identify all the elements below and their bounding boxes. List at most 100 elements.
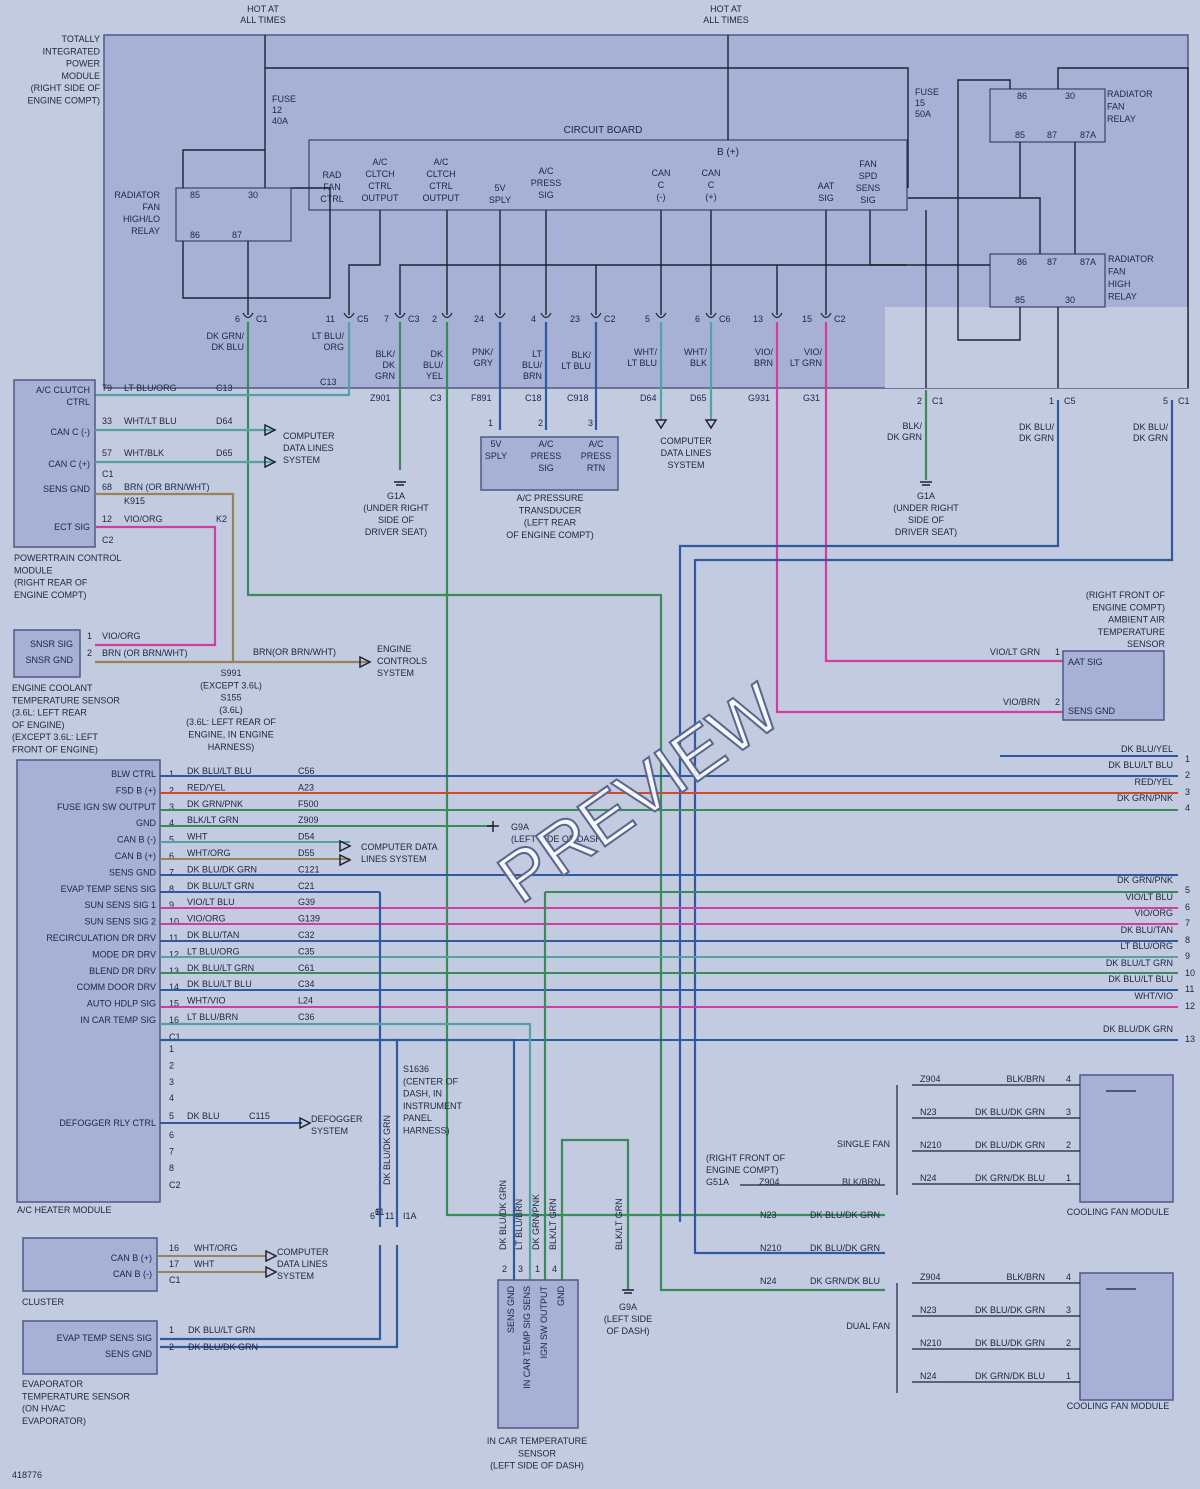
right-tag-number: 6 xyxy=(1185,902,1190,912)
ground-g9a-label: (LEFT SIDE OF DASH) xyxy=(511,834,605,844)
relay-fan-label: RADIATOR xyxy=(1107,89,1153,99)
hvac-pin-label: CAN B (+) xyxy=(115,851,156,861)
ground-g9a-label: G9A xyxy=(511,822,529,832)
circuit-id: G39 xyxy=(298,897,315,907)
pin-number: 1 xyxy=(1066,1173,1071,1183)
circuit-id: C35 xyxy=(298,946,315,956)
wire-color-label: DK BLU xyxy=(187,1111,220,1121)
tipm-label-line: (RIGHT SIDE OF xyxy=(31,83,101,93)
circuit-id: D64 xyxy=(640,393,657,403)
wire-color-label: VIO/ xyxy=(755,347,774,357)
circuit-id: Z909 xyxy=(298,815,319,825)
hot-label-line: ALL TIMES xyxy=(240,15,286,25)
wire-color-label: WHT/BLK xyxy=(124,448,164,458)
connector-pin-number: 1 xyxy=(1049,396,1054,406)
right-tag-color: WHT/VIO xyxy=(1135,991,1174,1001)
circuit-board xyxy=(308,139,908,211)
right-tag-number: 4 xyxy=(1185,803,1190,813)
pin-number: 4 xyxy=(1066,1074,1071,1084)
tipm-label-line: POWER xyxy=(66,59,101,69)
board-column-label: SIG xyxy=(860,195,876,205)
pcm-pin-label: CTRL xyxy=(66,397,90,407)
wire-color-label: DK GRN/DK BLU xyxy=(810,1276,880,1286)
tipm-label-line: ENGINE COMPT) xyxy=(27,96,100,106)
pin-number: 16 xyxy=(169,1243,179,1253)
pin-number: 6 xyxy=(169,851,174,861)
relay-pin-number: 30 xyxy=(1065,295,1075,305)
pin-number: 1 xyxy=(87,631,92,641)
fuse-15-label: 50A xyxy=(915,109,931,119)
board-column-label: (+) xyxy=(705,192,716,202)
pin-number: 6 xyxy=(169,1130,174,1140)
aat-title: ENGINE COMPT) xyxy=(1092,602,1165,612)
board-column-label: CTRL xyxy=(368,181,392,191)
pin-number: 15 xyxy=(169,999,179,1009)
computer-data-lines-label: SYSTEM xyxy=(277,1271,314,1281)
relay-pin-number: 86 xyxy=(1017,257,1027,267)
s991-label-line: HARNESS) xyxy=(208,742,255,752)
in-car-temperature-sensor xyxy=(497,1279,579,1429)
board-column-label: AAT xyxy=(818,181,835,191)
circuit-id: N24 xyxy=(760,1276,777,1286)
circuit-id: C21 xyxy=(298,881,315,891)
right-tag-number: 5 xyxy=(1185,885,1190,895)
tipm-label-line: INTEGRATED xyxy=(43,46,101,56)
s991-splice-label: S991(EXCEPT 3.6L)S155(3.6L)(3.6L: LEFT R… xyxy=(186,668,276,752)
connector-id: C2 xyxy=(169,1180,181,1190)
circuit-id: G931 xyxy=(748,393,770,403)
incar-wires xyxy=(160,892,630,1349)
ground-g1a-label: DRIVER SEAT) xyxy=(895,527,957,537)
pin-number: 5 xyxy=(169,1111,174,1121)
ground-g1a-label: SIDE OF xyxy=(908,515,945,525)
pin-number: 1 xyxy=(535,1264,540,1274)
pcm-title: MODULE xyxy=(14,565,53,575)
wire-color-label: WHT/ xyxy=(684,347,707,357)
incar-pin-label: GND xyxy=(556,1286,566,1307)
ac-pressure-pin-label: SIG xyxy=(538,463,554,473)
pin-number: 9 xyxy=(169,900,174,910)
aat-title: AMBIENT AIR xyxy=(1108,615,1165,625)
board-column-label: CLTCH xyxy=(426,169,455,179)
board-column-label: OUTPUT xyxy=(362,193,400,203)
arrow-symbol xyxy=(654,419,718,430)
b-plus-label: B (+) xyxy=(717,147,739,158)
circuit-id: N210 xyxy=(920,1338,942,1348)
pin-number: 16 xyxy=(169,1015,179,1025)
ground-g1a-label: SIDE OF xyxy=(378,515,415,525)
pin-number: 1 xyxy=(1055,647,1060,657)
relay-fan-label: RELAY xyxy=(1107,114,1136,124)
board-column-label: CTRL xyxy=(320,194,344,204)
relay-pin-number: 87A xyxy=(1080,257,1096,267)
wire-color-label: BLK/BRN xyxy=(1006,1074,1045,1084)
wire-color-label: BLK/BRN xyxy=(1006,1272,1045,1282)
pcm-title: ENGINE COMPT) xyxy=(14,590,87,600)
connector-id: C2 xyxy=(834,314,846,324)
wire-color-label: BLK/BRN xyxy=(842,1177,881,1187)
ac-pressure-title: A/C PRESSURE xyxy=(516,493,583,503)
computer-data-lines-label: DATA LINES xyxy=(283,443,334,453)
cluster xyxy=(22,1237,158,1292)
connector-symbol xyxy=(771,312,783,319)
board-column-label: SENS xyxy=(856,183,881,193)
wire-color-label: DK xyxy=(430,349,443,359)
tipm-label-line: TOTALLY xyxy=(61,34,100,44)
relay-pin-number: 30 xyxy=(1065,91,1075,101)
wire-color-label: LT BLU xyxy=(561,361,591,371)
pin-number: 3 xyxy=(169,802,174,812)
relay-pin-number: 30 xyxy=(248,190,258,200)
board-column-label: FAN xyxy=(859,159,877,169)
pin-number: 6 xyxy=(370,1211,375,1221)
relay-fan-label: FAN xyxy=(1107,102,1125,112)
connector-pin-number: 5 xyxy=(645,314,650,324)
relay-high-label: RELAY xyxy=(1108,292,1137,302)
board-column-label: CLTCH xyxy=(365,169,394,179)
wire-color-label: VIO/ORG xyxy=(124,514,163,524)
right-tag-number: 13 xyxy=(1185,1034,1195,1044)
relay-hilo-label: RADIATOR xyxy=(114,190,160,200)
radiator-fan-relay xyxy=(989,88,1106,143)
wire-color-label: BLU/ xyxy=(423,360,444,370)
wire-color-label: DK BLU/DK GRN xyxy=(975,1107,1045,1117)
wire-color-label: BLK/LT GRN xyxy=(187,815,239,825)
